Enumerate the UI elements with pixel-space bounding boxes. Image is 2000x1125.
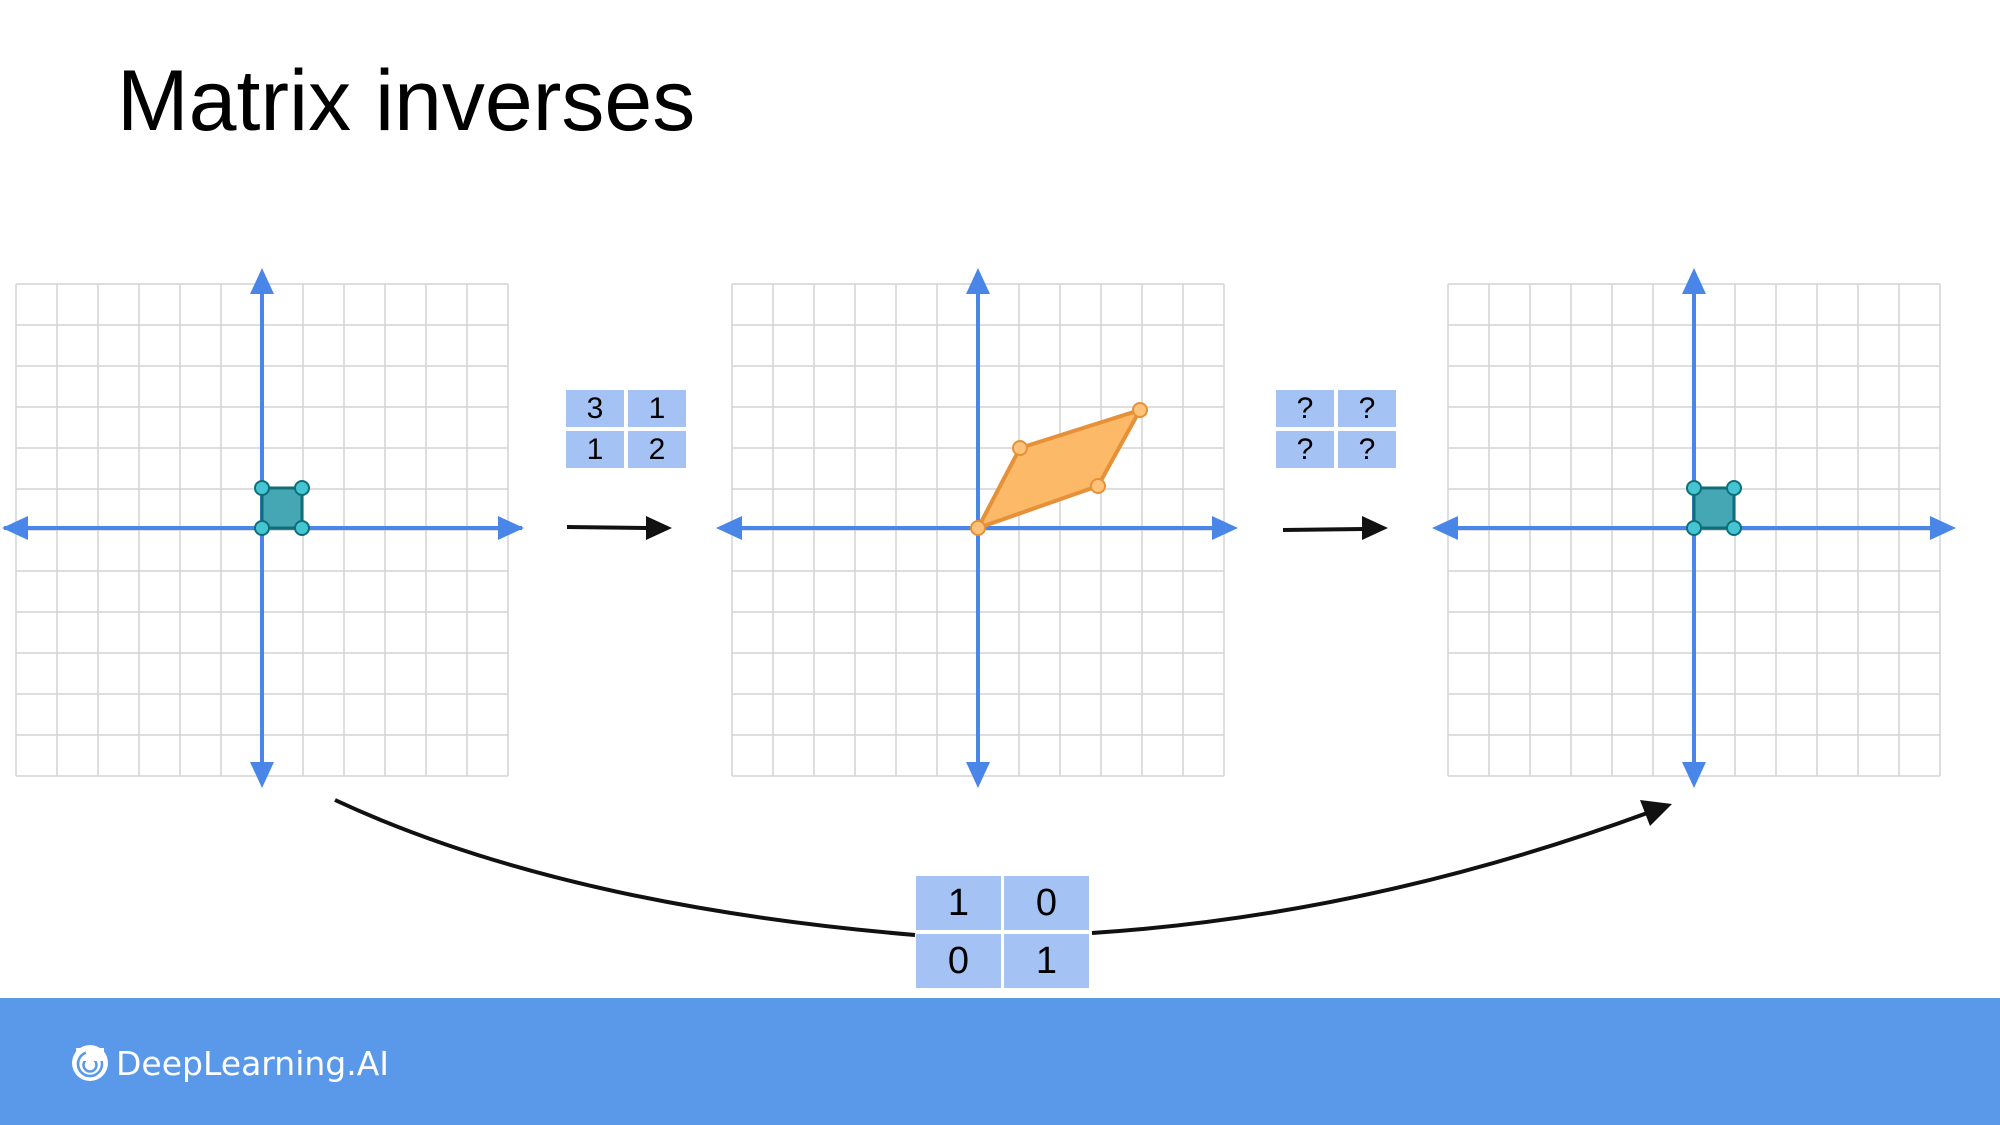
x-axis-right-arrowhead — [1212, 516, 1238, 540]
matrix-cell: 3 — [566, 390, 624, 427]
vertex-point — [1090, 478, 1106, 494]
brand-name: DeepLearning.AI — [116, 1043, 390, 1083]
vertex-point — [1012, 440, 1028, 456]
footer-bar — [0, 998, 2000, 1125]
matrix-cell: 0 — [1004, 876, 1089, 930]
y-axis-top-arrowhead — [966, 268, 990, 294]
vertex-point — [1726, 480, 1742, 496]
deeplearning-logo-icon — [72, 1045, 108, 1081]
matrix-cell: 1 — [628, 390, 686, 427]
brand-logo: DeepLearning.AI — [70, 1041, 389, 1085]
vertex-point — [970, 520, 986, 536]
y-axis-top-arrowhead — [250, 268, 274, 294]
vertex-point — [294, 480, 310, 496]
matrix-cell: 0 — [916, 934, 1001, 988]
x-axis-left-arrowhead — [1432, 516, 1458, 540]
vertex-point — [294, 520, 310, 536]
matrix-cell: 1 — [916, 876, 1001, 930]
matrix-cell: 2 — [628, 431, 686, 468]
grid-panel-original — [2, 268, 524, 788]
parallelogram — [973, 406, 1145, 532]
forward-arrow-shaft — [566, 525, 649, 530]
page-title: Matrix inverses — [117, 53, 696, 149]
matrix-cell: ? — [1338, 390, 1396, 427]
unit-square — [1692, 486, 1736, 530]
matrix-cell: ? — [1276, 390, 1334, 427]
vertex-point — [1686, 520, 1702, 536]
composition-curve-right — [1091, 810, 1651, 935]
vertex-point — [1132, 402, 1148, 418]
composition-curve-left — [334, 798, 916, 937]
forward-arrow-head — [646, 516, 672, 540]
matrix-cell: 1 — [1004, 934, 1089, 988]
grid-panel-transformed — [716, 268, 1238, 788]
inverse-arrow-shaft — [1282, 527, 1365, 532]
y-axis-top-arrowhead — [1682, 268, 1706, 294]
y-axis-bottom-arrowhead — [1682, 762, 1706, 788]
y-axis-bottom-arrowhead — [966, 762, 990, 788]
matrix-cell: 1 — [566, 431, 624, 468]
x-axis-left-arrowhead — [2, 516, 28, 540]
y-axis-bottom-arrowhead — [250, 762, 274, 788]
composition-arrow-head — [1640, 800, 1672, 826]
grid-panel-restored — [1432, 268, 1956, 788]
vertex-point — [254, 520, 270, 536]
vertex-point — [1686, 480, 1702, 496]
x-axis-right-arrowhead — [1930, 516, 1956, 540]
unit-square — [260, 486, 304, 530]
inverse-arrow-head — [1362, 516, 1388, 540]
vertex-point — [254, 480, 270, 496]
matrix-cell: ? — [1338, 431, 1396, 468]
matrix-cell: ? — [1276, 431, 1334, 468]
vertex-point — [1726, 520, 1742, 536]
x-axis-left-arrowhead — [716, 516, 742, 540]
x-axis-right-arrowhead — [498, 516, 524, 540]
